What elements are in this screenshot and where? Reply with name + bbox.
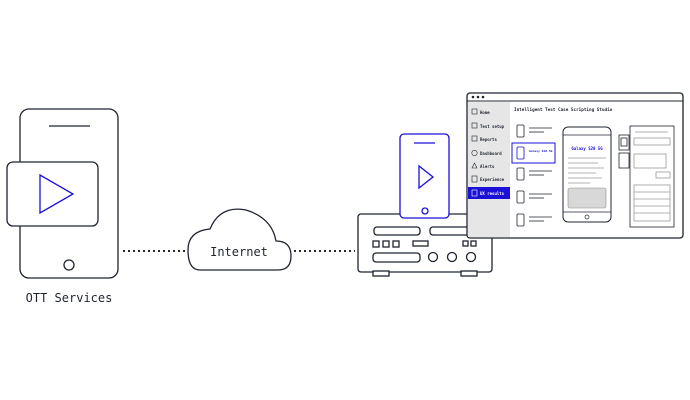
device-list-item[interactable] bbox=[516, 190, 552, 204]
device-name-selected: Galaxy S20 5G bbox=[529, 149, 553, 153]
nav-label-dashboard: Dashboard bbox=[480, 151, 502, 156]
nav-item-reports[interactable]: Reports bbox=[471, 135, 497, 142]
nav-label-test-setup: Test setup bbox=[480, 124, 505, 129]
device-preview: Galaxy S20 5G bbox=[562, 126, 612, 223]
nav-item-dashboard[interactable]: Dashboard bbox=[471, 150, 502, 157]
nav-item-home[interactable]: Home bbox=[471, 108, 490, 115]
video-card bbox=[6, 161, 99, 227]
studio-title: Intelligent Test Case Scripting Studio bbox=[514, 107, 613, 113]
play-icon-small bbox=[418, 164, 435, 190]
device-list-item[interactable] bbox=[516, 167, 552, 181]
nav-item-ux-results[interactable]: UX results bbox=[471, 189, 505, 197]
device-list: Galaxy S20 5G bbox=[511, 124, 556, 227]
nav-label-home: Home bbox=[480, 110, 490, 115]
nav-label-ux-results: UX results bbox=[480, 191, 505, 196]
nav-item-test-setup[interactable]: Test setup bbox=[471, 122, 505, 129]
studio-window: Home Test setup Reports Dashboard Alerts… bbox=[466, 92, 684, 239]
nav-label-experience: Experience bbox=[480, 177, 505, 182]
studio-sidebar bbox=[468, 102, 510, 237]
nav-label-reports: Reports bbox=[480, 137, 497, 142]
preview-thumbnails bbox=[618, 134, 630, 169]
nav-item-alerts[interactable]: Alerts bbox=[471, 162, 495, 169]
preview-device-name: Galaxy S20 5G bbox=[571, 146, 603, 151]
internet-label: Internet bbox=[210, 245, 268, 259]
nav-label-alerts: Alerts bbox=[480, 164, 495, 169]
sidebar-active-item bbox=[468, 187, 510, 199]
report-panel bbox=[629, 125, 675, 228]
play-icon bbox=[39, 173, 75, 215]
nav-item-experience[interactable]: Experience bbox=[471, 175, 505, 183]
device-list-item[interactable] bbox=[516, 213, 552, 227]
test-device-phone bbox=[399, 133, 450, 219]
sidebar-nav: Home Test setup Reports Dashboard Alerts… bbox=[471, 108, 505, 197]
set-top-box bbox=[357, 213, 493, 277]
device-list-item-selected[interactable]: Galaxy S20 5G bbox=[511, 142, 556, 164]
ott-services-label: OTT Services bbox=[26, 291, 113, 305]
internet-cloud: Internet bbox=[187, 208, 292, 271]
device-list-item[interactable] bbox=[516, 124, 552, 138]
